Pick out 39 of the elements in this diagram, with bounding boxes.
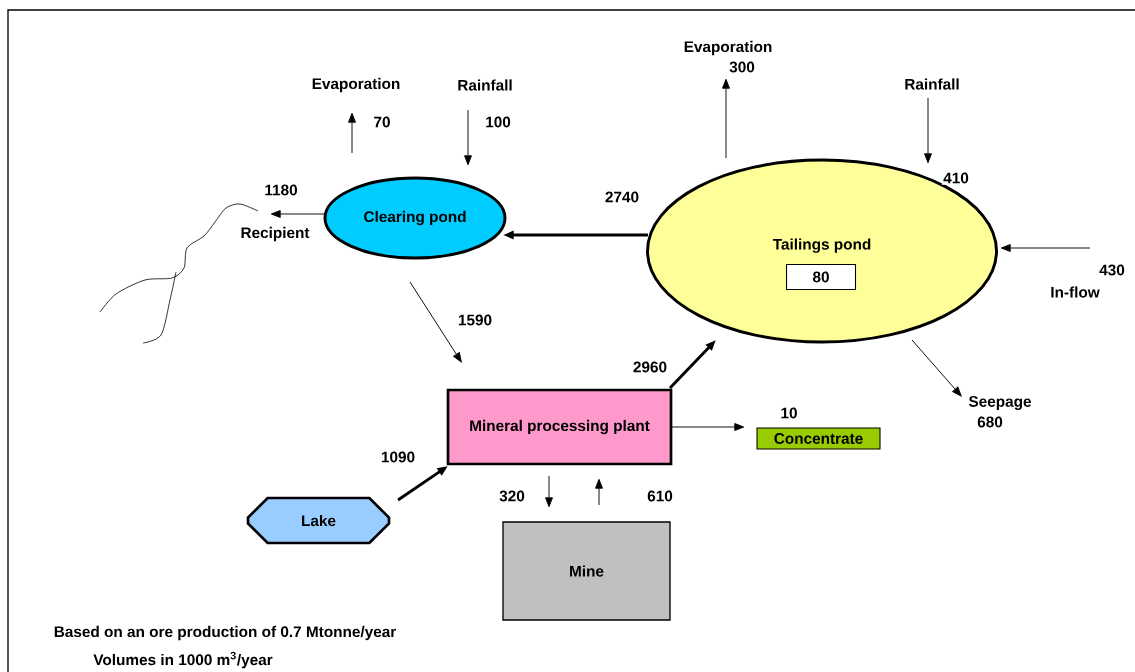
edge-label: 2960 [631, 360, 669, 374]
mine-box: Mine [502, 521, 671, 621]
arrow [464, 109, 472, 166]
arrow [671, 423, 745, 431]
flow-label: Recipient [241, 226, 310, 242]
flow-label: Evaporation [684, 40, 772, 56]
edge-label: 100 [483, 115, 513, 129]
edge-label: 680 [975, 415, 1005, 429]
arrow [270, 210, 326, 218]
flow-label: Seepage [968, 396, 1031, 410]
flow-label: Rainfall [458, 79, 512, 91]
edge-label: 300 [727, 60, 757, 74]
edge-label: 2740 [603, 190, 641, 204]
edge-label: 610 [645, 489, 675, 503]
edge-label: 1090 [379, 450, 417, 464]
process-box: Mineral processing plant [446, 388, 673, 466]
note-text: Volumes in 1000 m$^{3}$/year [93, 651, 273, 669]
flow-label: In-flow [1051, 286, 1100, 298]
flow-label: Evaporation [312, 77, 400, 93]
arrow [924, 97, 932, 164]
output-box: Concentrate [756, 427, 881, 450]
lake-octagon: Lake [246, 496, 391, 545]
value-box: 80 [785, 263, 857, 291]
edge-label: 1180 [263, 183, 299, 197]
arrow [1000, 244, 1091, 252]
note-text: Based on an ore production of 0.7 Mtonne/year [54, 625, 396, 641]
edge-label: 1590 [456, 313, 494, 327]
arrow [348, 112, 356, 154]
arrow [409, 281, 462, 363]
arrow [595, 478, 603, 506]
edge-label: 70 [372, 115, 392, 129]
edge-label: 320 [497, 489, 527, 503]
flow-label: Rainfall [905, 78, 959, 90]
edge-label: 410 [941, 171, 971, 185]
arrow [722, 78, 730, 159]
arrow [911, 339, 962, 397]
edge-label: 10 [779, 406, 799, 420]
arrow [545, 475, 553, 508]
edge-label: 430 [1097, 263, 1127, 277]
